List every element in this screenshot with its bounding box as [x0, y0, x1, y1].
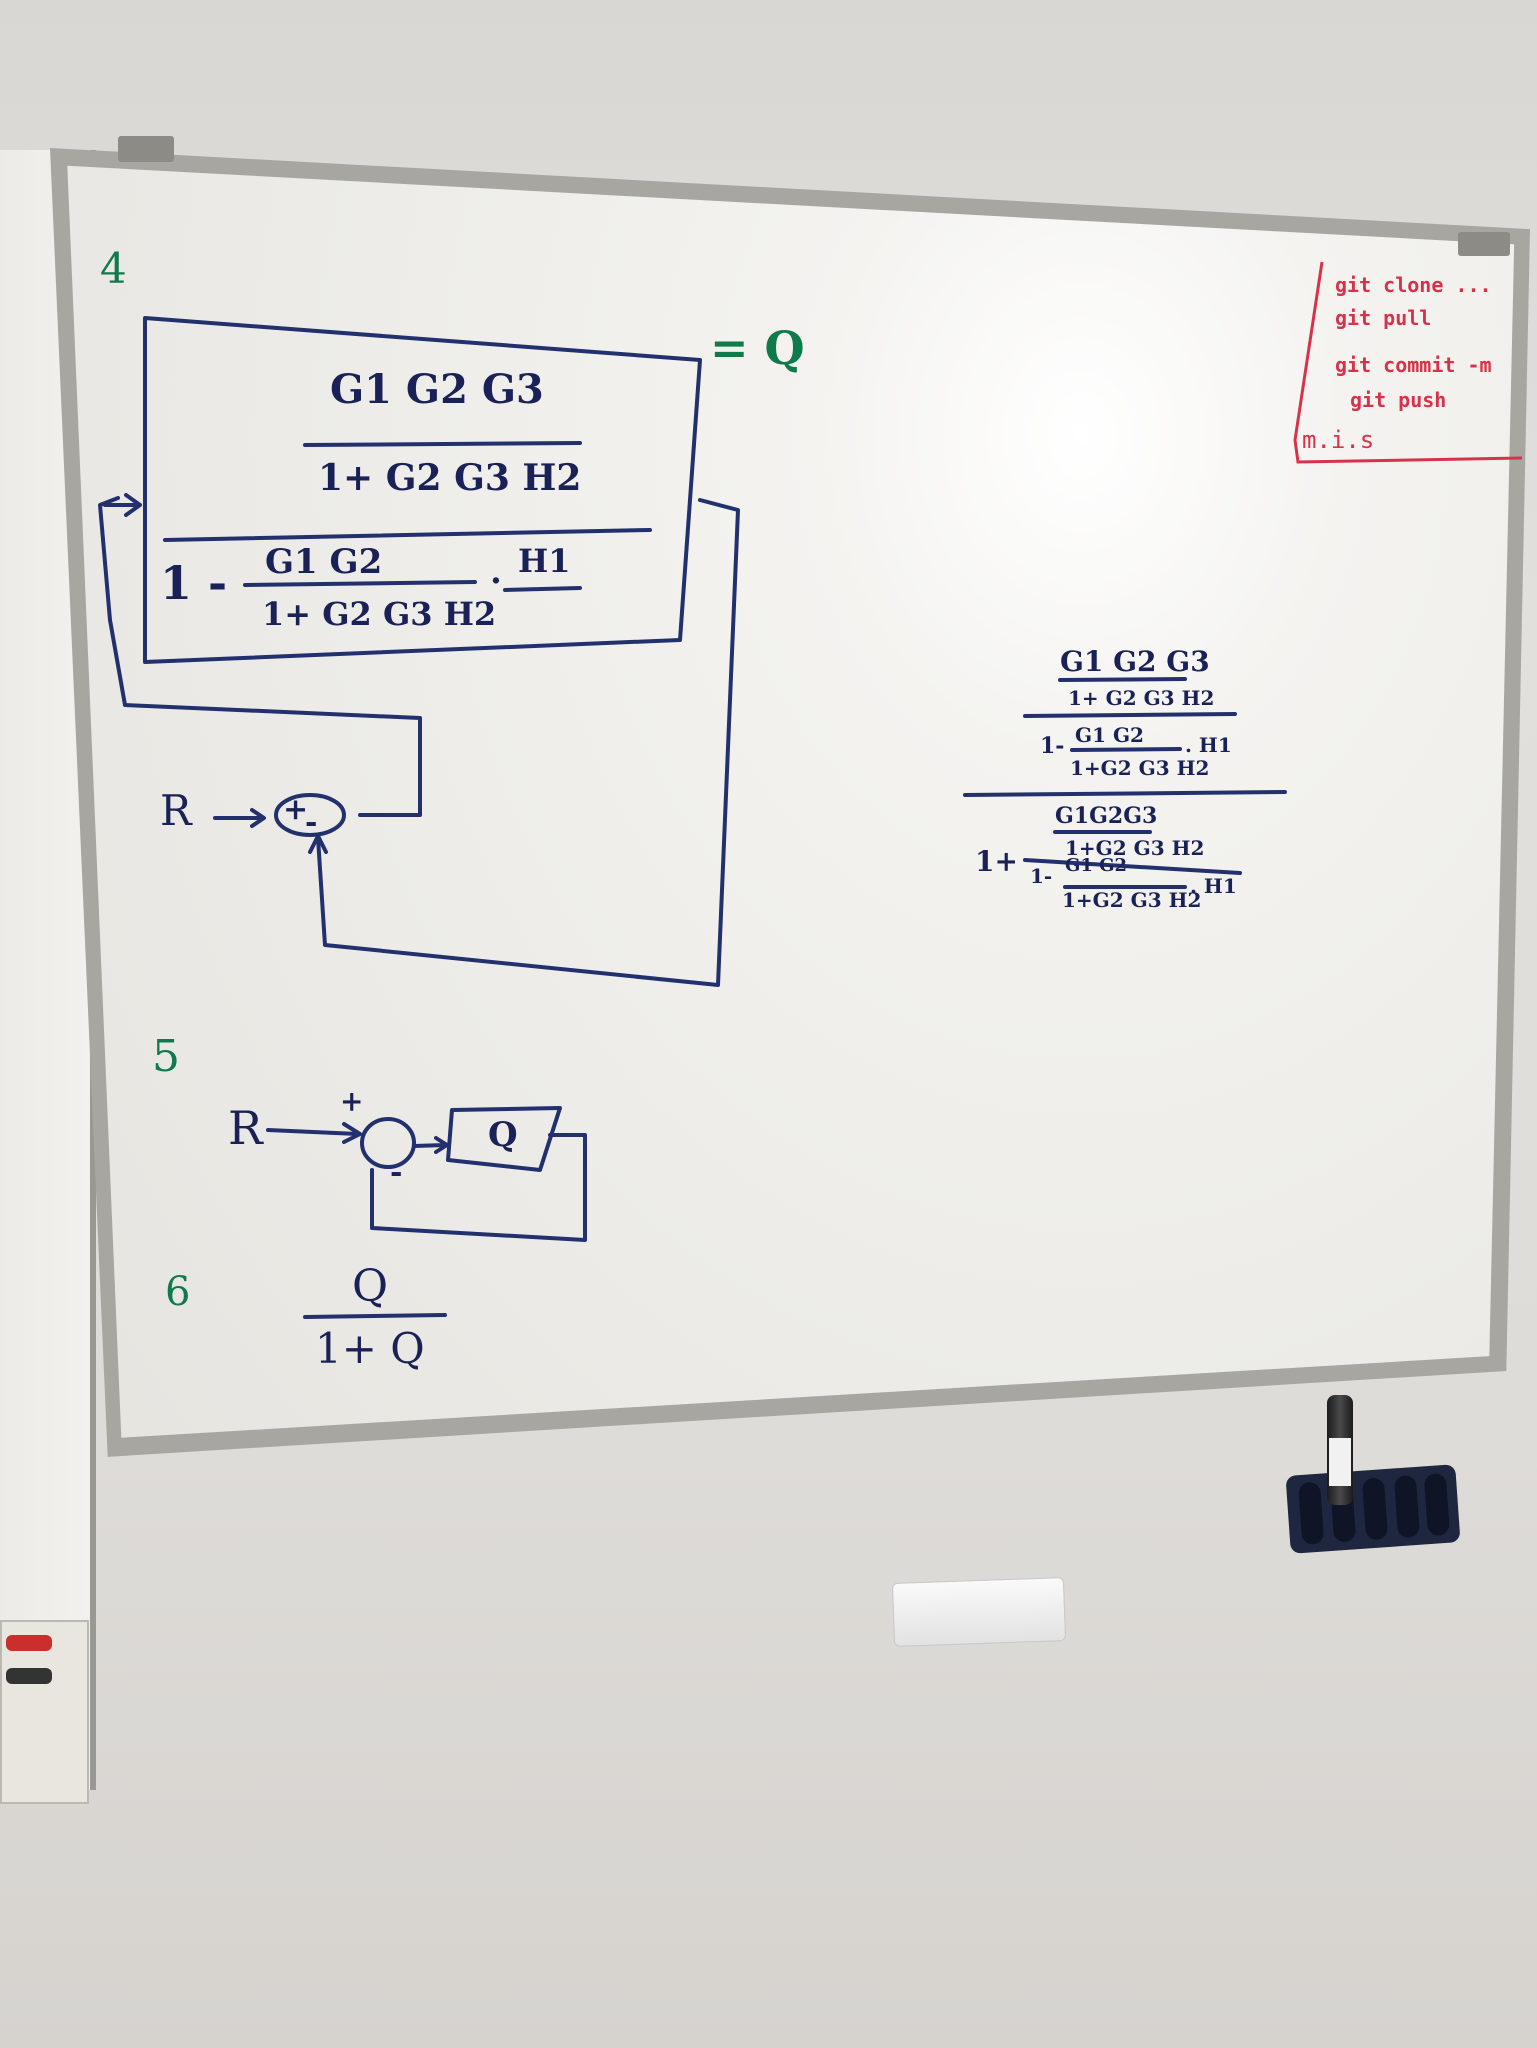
deriv-line4-prefix: 1+ — [975, 845, 1018, 878]
section5-input-r: R — [228, 1101, 263, 1155]
marker-label — [1329, 1438, 1351, 1486]
loop-input-r: R — [160, 786, 192, 835]
section6-fraction-bar — [303, 1313, 447, 1319]
deriv-bar-1 — [1058, 677, 1187, 682]
feedback-arrow — [103, 493, 142, 517]
deriv-bar-5 — [1023, 858, 1242, 875]
holder-slot — [1393, 1474, 1421, 1539]
section-number-6: 6 — [165, 1269, 191, 1315]
deriv-line2-den: 1+G2 G3 H2 — [1070, 756, 1210, 780]
board-clip-right — [1458, 232, 1510, 256]
black-marker — [6, 1668, 52, 1684]
bottom-dot: . — [490, 552, 502, 592]
deriv-line2-factor: . H1 — [1185, 733, 1232, 757]
summing-minus-4: - — [305, 805, 318, 840]
bottom-prefix: 1 - — [160, 556, 228, 610]
git-line-pull: git pull — [1335, 306, 1432, 330]
deriv-line4-den: 1+G2 G3 H2 — [1062, 888, 1202, 912]
main-fraction-bar — [163, 528, 652, 542]
deriv-line4-inner-prefix: 1- — [1030, 864, 1053, 888]
section6-denominator: 1+ Q — [315, 1324, 425, 1373]
q-block-stroke — [446, 1106, 562, 1172]
feedback-5-stroke — [370, 1133, 587, 1242]
bottom-denominator: 1+ G2 G3 H2 — [262, 595, 497, 633]
git-line-commit: git commit -m — [1335, 353, 1492, 377]
whiteboard-eraser — [891, 1577, 1067, 1647]
deriv-line3-num: G1G2G3 — [1055, 803, 1158, 829]
deriv-bar-2 — [1023, 712, 1237, 718]
deriv-line2-num: G1 G2 — [1075, 723, 1144, 747]
section6-numerator: Q — [352, 1261, 389, 1312]
feedback-right-stroke — [316, 498, 740, 987]
deriv-line3-den: 1+G2 G3 H2 — [1065, 836, 1205, 860]
board-clip-left — [118, 136, 174, 162]
git-line-clone: git clone ... — [1335, 273, 1492, 297]
top-fraction-bar — [303, 441, 582, 447]
section5-minus: - — [390, 1155, 403, 1190]
deriv-line1-num: G1 G2 G3 — [1060, 645, 1210, 678]
deriv-line4-factor: . H1 — [1190, 874, 1237, 898]
git-box-stroke — [1293, 261, 1523, 464]
deriv-line1-den: 1+ G2 G3 H2 — [1068, 686, 1215, 710]
deriv-main-bar — [963, 790, 1287, 797]
whiteboard-surface — [67, 165, 1515, 1438]
input-arrow-4 — [213, 808, 266, 828]
summing-junction-5 — [360, 1117, 416, 1169]
feedback-left-stroke — [98, 496, 422, 817]
marker-holder — [1285, 1464, 1461, 1554]
to-block-arrow — [412, 1136, 449, 1154]
bottom-numerator: G1 G2 — [265, 542, 383, 582]
git-line-mis: m.i.s — [1302, 426, 1375, 454]
deriv-line4-num: G1 G2 — [1065, 855, 1128, 876]
section-number-4: 4 — [100, 244, 127, 293]
equals-q-label: = Q — [710, 321, 805, 375]
section5-block-q: Q — [488, 1115, 518, 1155]
deriv-line2-prefix: 1- — [1040, 733, 1065, 759]
deriv-bar-3 — [1070, 747, 1182, 752]
bottom-fraction-bar — [243, 580, 477, 587]
summing-junction-4 — [274, 793, 346, 837]
holder-slot — [1361, 1477, 1389, 1541]
red-marker — [6, 1635, 52, 1651]
section-number-5: 5 — [152, 1031, 180, 1082]
h1-bar — [503, 586, 582, 592]
summing-plus-4: + — [283, 792, 309, 827]
holder-slot — [1298, 1481, 1325, 1546]
input-arrow-5 — [266, 1122, 362, 1144]
section5-plus: + — [340, 1085, 364, 1118]
outer-box-stroke — [143, 316, 702, 664]
holder-slot — [1423, 1472, 1450, 1537]
git-line-push: git push — [1350, 388, 1447, 412]
top-numerator: G1 G2 G3 — [330, 366, 544, 413]
top-denominator: 1+ G2 G3 H2 — [318, 457, 582, 499]
bottom-factor: H1 — [518, 542, 571, 580]
